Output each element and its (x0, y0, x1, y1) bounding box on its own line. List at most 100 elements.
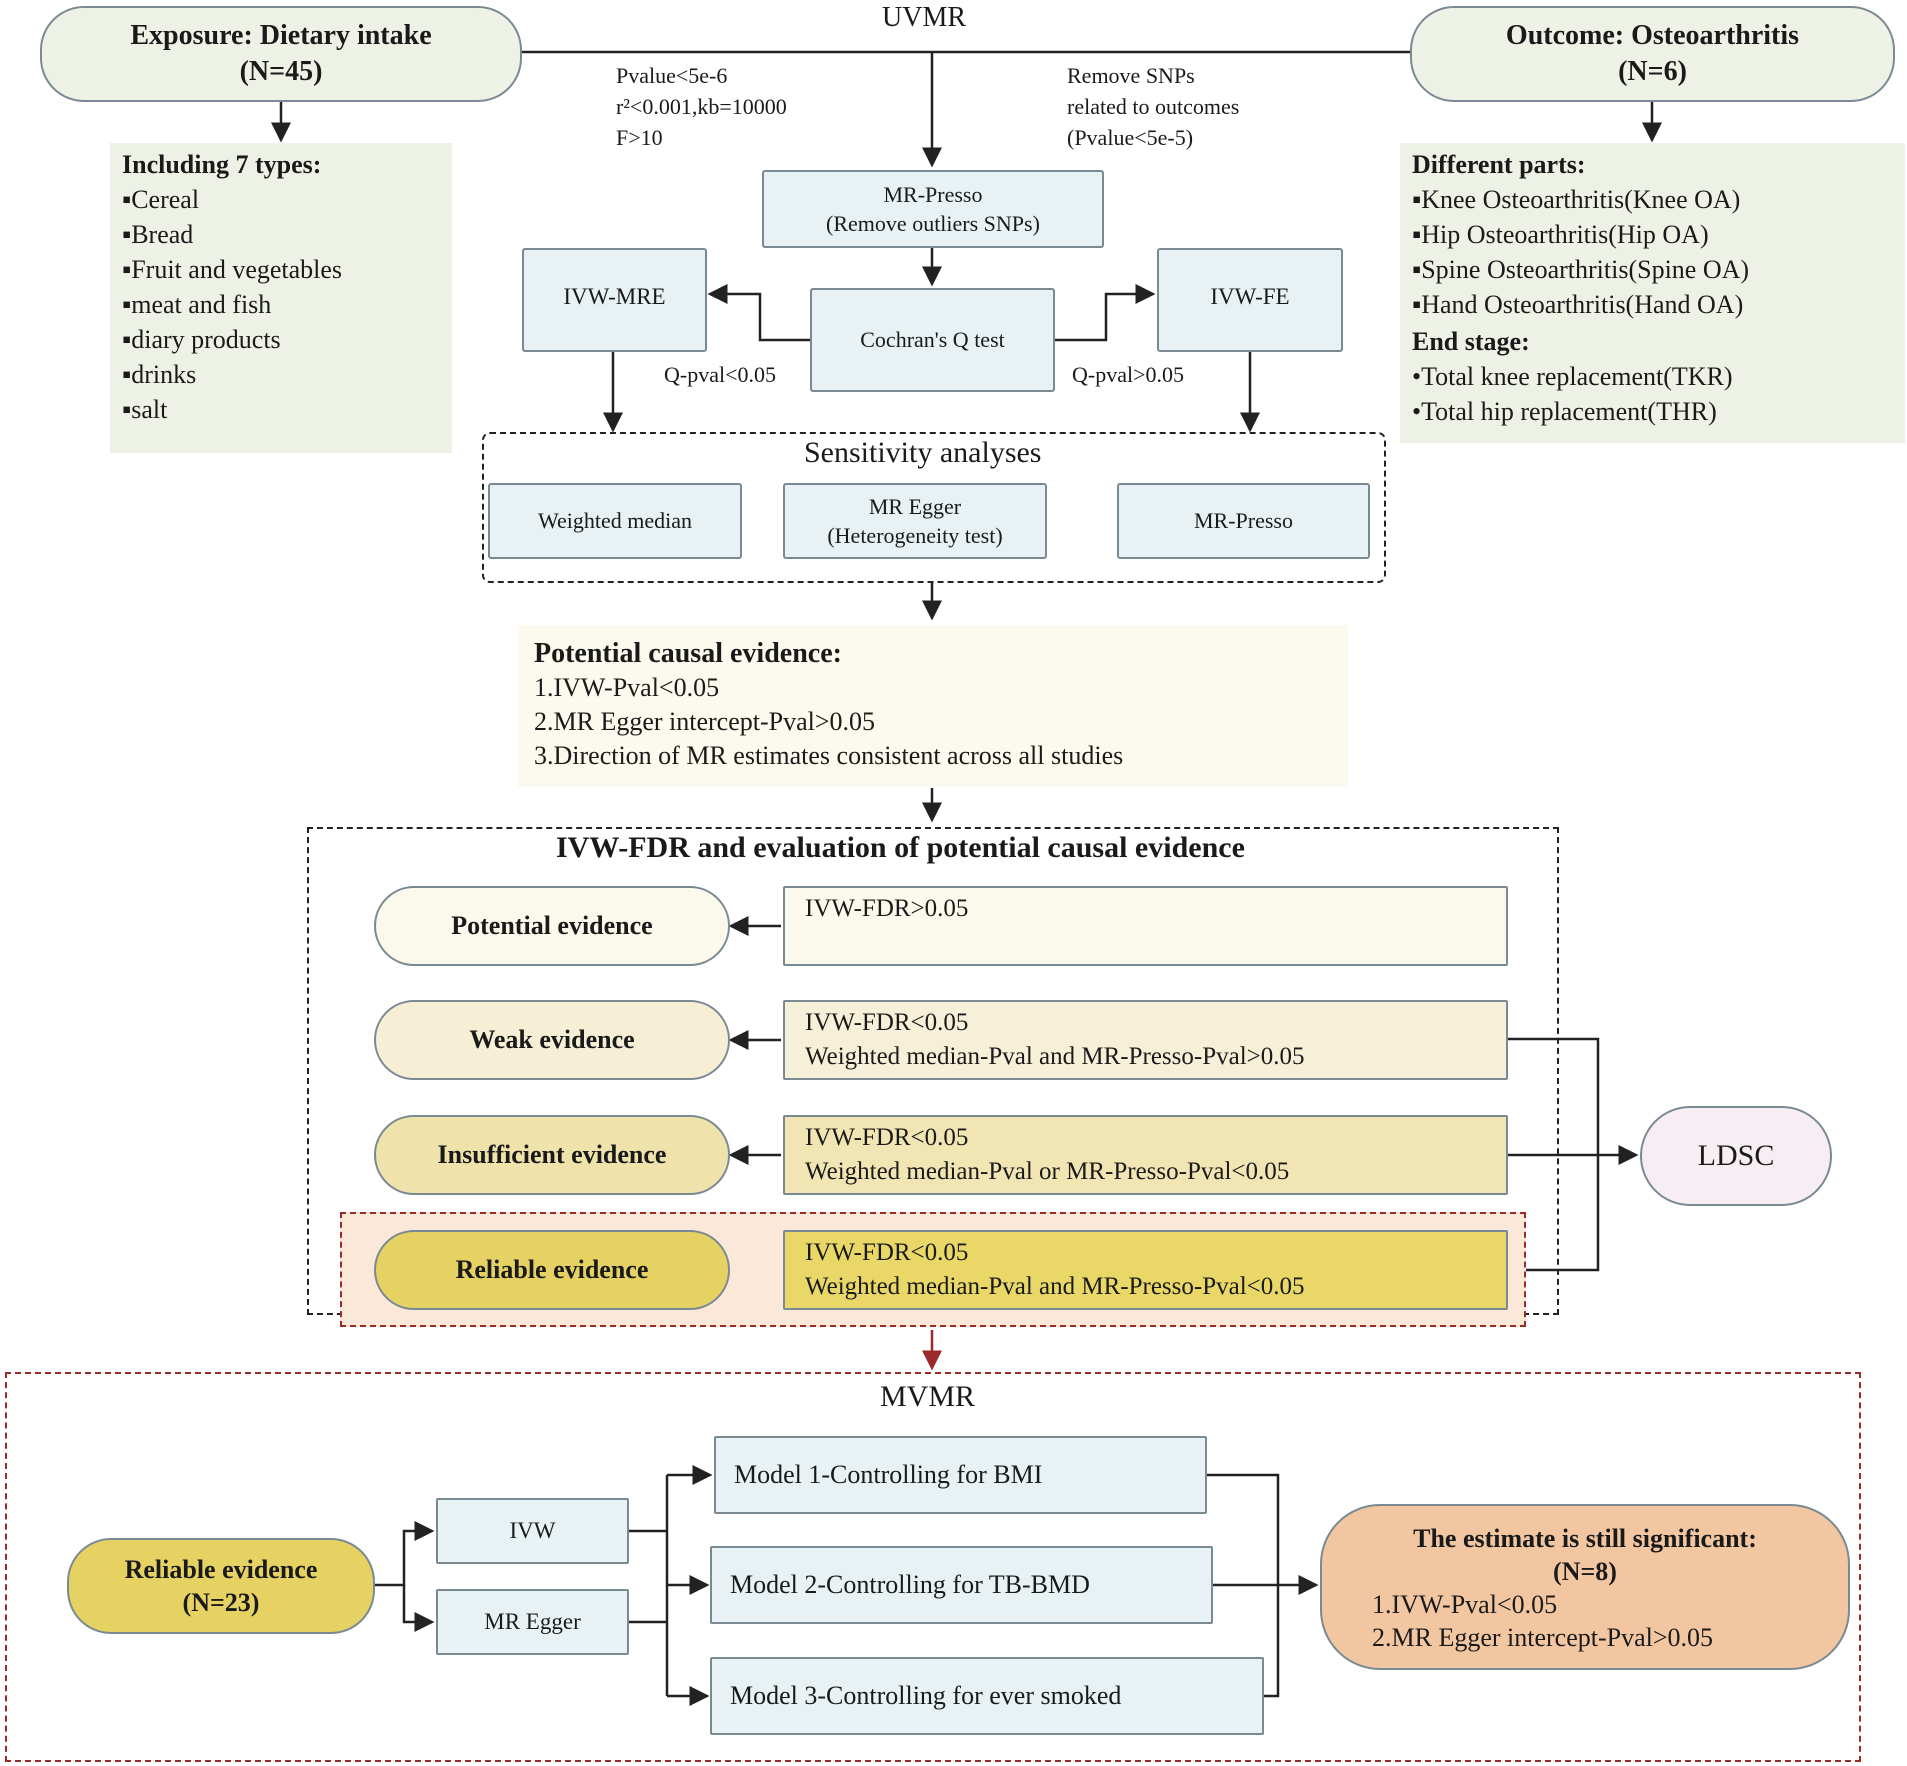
mvmr-group (5, 1372, 1861, 1762)
model-1-box: Model 1-Controlling for BMI (714, 1436, 1207, 1514)
reliable-evidence-criteria: IVW-FDR<0.05 Weighted median-Pval and MR… (783, 1230, 1508, 1310)
outcome-part-item: ▪Knee Osteoarthritis(Knee OA) (1412, 185, 1741, 214)
potential-causal-evidence-panel: Potential causal evidence: 1.IVW-Pval<0.… (518, 625, 1348, 787)
model-2-label: Model 2-Controlling for TB-BMD (730, 1570, 1090, 1599)
mvmr-ivw-label: IVW (509, 1518, 556, 1543)
outcome-title: Outcome: Osteoarthritis (1505, 20, 1800, 51)
mvmr-reliable-evidence-box: Reliable evidence (N=23) (67, 1538, 375, 1634)
model-3-label: Model 3-Controlling for ever smoked (730, 1681, 1122, 1710)
exposure-type-item: ▪meat and fish (122, 290, 272, 319)
end-stage-header: End stage: (1412, 327, 1530, 356)
q-pval-low-label: Q-pval<0.05 (664, 362, 776, 387)
model-1-label: Model 1-Controlling for BMI (734, 1460, 1043, 1489)
criteria-line: IVW-FDR<0.05 (805, 1009, 969, 1036)
evidence-label-text: Insufficient evidence (437, 1140, 667, 1169)
criteria-line: Weighted median-Pval or MR-Presso-Pval<0… (805, 1158, 1290, 1185)
exposure-count: (N=45) (239, 56, 323, 87)
criteria-f: F>10 (616, 125, 663, 150)
mr-egger-label: MR Egger (868, 494, 962, 519)
result-item: 2.MR Egger intercept-Pval>0.05 (1372, 1623, 1714, 1652)
mvmr-title: MVMR (880, 1380, 976, 1413)
potential-evidence-label: Potential evidence (374, 886, 730, 966)
model-3-box: Model 3-Controlling for ever smoked (710, 1657, 1264, 1735)
weighted-median-box: Weighted median (488, 483, 742, 559)
mr-presso-note: (Remove outliers SNPs) (826, 211, 1040, 236)
mr-presso-box: MR-Presso (Remove outliers SNPs) (762, 170, 1104, 248)
evidence-label-text: Potential evidence (451, 911, 653, 940)
weak-evidence-criteria: IVW-FDR<0.05 Weighted median-Pval and MR… (783, 1000, 1508, 1080)
criteria-r2: r²<0.001,kb=10000 (616, 94, 787, 119)
criteria-remove: Remove SNPs (1067, 63, 1195, 88)
ivw-mre-label: IVW-MRE (563, 284, 666, 309)
uvmr-title: UVMR (882, 2, 967, 33)
criteria-line: Weighted median-Pval and MR-Presso-Pval<… (805, 1273, 1305, 1300)
exposure-box: Exposure: Dietary intake (N=45) (40, 6, 522, 102)
result-title: The estimate is still significant: (1413, 1524, 1757, 1553)
exposure-type-item: ▪Cereal (122, 185, 200, 214)
outcome-part-item: ▪Hip Osteoarthritis(Hip OA) (1412, 220, 1709, 249)
sensitivity-mr-presso-label: MR-Presso (1193, 508, 1293, 533)
mr-egger-box: MR Egger (Heterogeneity test) (783, 483, 1047, 559)
sensitivity-mr-presso-box: MR-Presso (1117, 483, 1370, 559)
mr-egger-note: (Heterogeneity test) (827, 523, 1003, 548)
exposure-title: Exposure: Dietary intake (130, 20, 432, 51)
mvmr-input-label: Reliable evidence (124, 1555, 318, 1584)
criteria-line: IVW-FDR>0.05 (805, 895, 969, 922)
outcome-parts-header: Different parts: (1412, 150, 1586, 179)
criteria-pvalue: Pvalue<5e-6 (616, 63, 728, 88)
potential-causal-item: 2.MR Egger intercept-Pval>0.05 (534, 707, 876, 736)
significant-estimate-box: The estimate is still significant: (N=8)… (1320, 1504, 1850, 1670)
ivw-mre-box: IVW-MRE (522, 248, 707, 352)
exposure-type-item: ▪diary products (122, 325, 281, 354)
criteria-line: IVW-FDR<0.05 (805, 1239, 969, 1266)
result-count: (N=8) (1553, 1557, 1617, 1586)
potential-causal-item: 3.Direction of MR estimates consistent a… (534, 741, 1124, 770)
cochran-q-box: Cochran's Q test (810, 288, 1055, 392)
outcome-parts-panel: Different parts: ▪Knee Osteoarthritis(Kn… (1400, 143, 1905, 443)
sensitivity-analyses-group (482, 432, 1386, 583)
cochran-q-label: Cochran's Q test (860, 327, 1005, 352)
exposure-types-panel: Including 7 types: ▪Cereal ▪Bread ▪Fruit… (110, 143, 452, 453)
exposure-type-item: ▪Bread (122, 220, 194, 249)
q-pval-high-label: Q-pval>0.05 (1072, 362, 1184, 387)
outcome-box: Outcome: Osteoarthritis (N=6) (1410, 6, 1895, 102)
model-2-box: Model 2-Controlling for TB-BMD (710, 1546, 1213, 1624)
exposure-type-item: ▪Fruit and vegetables (122, 255, 343, 284)
criteria-outcome-pvalue: (Pvalue<5e-5) (1067, 125, 1194, 150)
evidence-label-text: Reliable evidence (455, 1255, 649, 1284)
mvmr-input-count: (N=23) (182, 1588, 260, 1617)
exposure-type-item: ▪drinks (122, 360, 197, 389)
outcome-part-item: ▪Hand Osteoarthritis(Hand OA) (1412, 290, 1744, 319)
evidence-label-text: Weak evidence (469, 1025, 635, 1054)
mvmr-mr-egger-box: MR Egger (436, 1589, 629, 1655)
weak-evidence-label: Weak evidence (374, 1000, 730, 1080)
ivw-fe-box: IVW-FE (1157, 248, 1343, 352)
end-stage-item: •Total hip replacement(THR) (1412, 397, 1717, 426)
mvmr-mr-egger-label: MR Egger (484, 1609, 581, 1634)
outcome-part-item: ▪Spine Osteoarthritis(Spine OA) (1412, 255, 1750, 284)
mr-presso-label: MR-Presso (883, 182, 983, 207)
snp-selection-criteria: Pvalue<5e-6 r²<0.001,kb=10000 F>10 (616, 60, 787, 153)
ivw-fe-label: IVW-FE (1210, 284, 1290, 309)
outcome-snp-criteria: Remove SNPs related to outcomes (Pvalue<… (1067, 60, 1239, 153)
sensitivity-title: Sensitivity analyses (804, 436, 1042, 469)
outcome-count: (N=6) (1618, 56, 1687, 87)
potential-evidence-criteria: IVW-FDR>0.05 (783, 886, 1508, 966)
ivw-fdr-title: IVW-FDR and evaluation of potential caus… (556, 831, 1245, 864)
criteria-line: Weighted median-Pval and MR-Presso-Pval>… (805, 1043, 1305, 1070)
criteria-line: IVW-FDR<0.05 (805, 1124, 969, 1151)
insufficient-evidence-label: Insufficient evidence (374, 1115, 730, 1195)
insufficient-evidence-criteria: IVW-FDR<0.05 Weighted median-Pval or MR-… (783, 1115, 1508, 1195)
exposure-types-header: Including 7 types: (122, 150, 322, 179)
criteria-related: related to outcomes (1067, 94, 1240, 119)
mvmr-ivw-box: IVW (436, 1498, 629, 1564)
potential-causal-title: Potential causal evidence: (534, 638, 842, 669)
result-item: 1.IVW-Pval<0.05 (1372, 1590, 1558, 1619)
ldsc-box: LDSC (1640, 1106, 1832, 1206)
ldsc-label: LDSC (1697, 1139, 1775, 1172)
weighted-median-label: Weighted median (537, 508, 692, 533)
potential-causal-item: 1.IVW-Pval<0.05 (534, 673, 720, 702)
end-stage-item: •Total knee replacement(TKR) (1412, 362, 1733, 391)
exposure-type-item: ▪salt (122, 395, 168, 424)
